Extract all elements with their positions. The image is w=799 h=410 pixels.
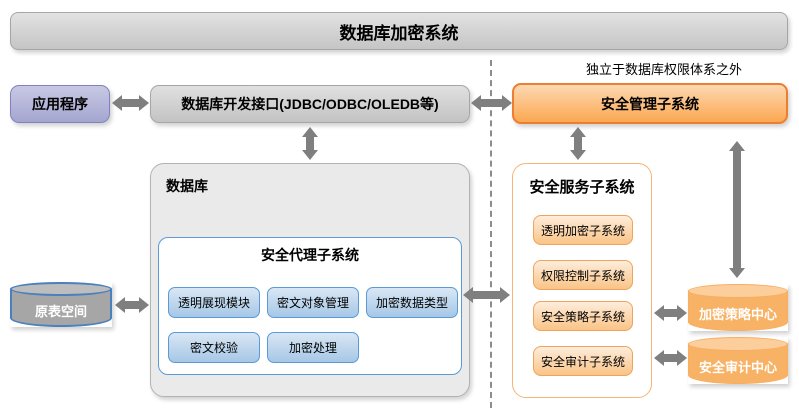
audit-center-cylinder: 安全审计中心 (688, 337, 788, 384)
tablespace-cylinder: 原表空间 (10, 282, 112, 327)
service-item-label: 权限控制子系统 (540, 268, 625, 283)
arrow-bar (125, 301, 139, 309)
arrow-policy-center-icon (654, 304, 687, 322)
security-management-box: 安全管理子系统 (512, 83, 788, 124)
arrow-bar (664, 309, 677, 317)
system-title-banner: 数据库加密系统 (10, 12, 788, 50)
dashed-separator-line (490, 60, 492, 408)
independence-note: 独立于数据库权限体系之外 (585, 62, 742, 77)
module-encryption-process: 加密处理 (267, 332, 359, 363)
arrow-bar (733, 151, 741, 268)
db-interface-box: 数据库开发接口(JDBC/ODBC/OLEDB等) (150, 85, 470, 123)
arrow-bar (574, 137, 582, 150)
application-label: 应用程序 (32, 96, 88, 112)
module-encrypted-data-type: 加密数据类型 (366, 287, 458, 318)
policy-center-label: 加密策略中心 (698, 307, 777, 322)
arrow-agent-service-icon (463, 286, 510, 304)
service-security-audit: 安全审计子系统 (533, 346, 633, 376)
module-transparent-display: 透明展现模块 (168, 287, 260, 318)
database-label: 数据库 (166, 178, 208, 194)
module-label: 密文校验 (189, 341, 238, 355)
application-box: 应用程序 (10, 85, 110, 123)
arrow-audit-center-icon (654, 349, 687, 367)
arrow-management-policy-icon (728, 141, 746, 278)
service-permission-control: 权限控制子系统 (533, 260, 633, 290)
arrow-bar (122, 99, 139, 107)
service-security-policy: 安全策略子系统 (533, 301, 633, 331)
db-interface-label: 数据库开发接口(JDBC/ODBC/OLEDB等) (181, 96, 439, 112)
arrow-interface-management-icon (471, 94, 512, 112)
security-management-label: 安全管理子系统 (601, 95, 699, 112)
module-label: 透明展现模块 (177, 296, 250, 310)
arrow-management-service-icon (569, 127, 587, 160)
arrow-interface-database-icon (301, 127, 319, 160)
security-agent-title: 安全代理子系统 (261, 247, 359, 263)
module-ciphertext-verify: 密文校验 (168, 332, 260, 363)
tablespace-label: 原表空间 (34, 304, 87, 319)
arrow-bar (664, 354, 677, 362)
policy-center-cylinder: 加密策略中心 (688, 284, 788, 331)
service-item-label: 透明加密子系统 (540, 223, 625, 238)
cylinder-top-ellipse (688, 284, 788, 298)
cylinder-top-ellipse (10, 282, 112, 296)
arrow-bar (473, 291, 500, 299)
arrow-bar (481, 99, 502, 107)
audit-center-label: 安全审计中心 (698, 360, 777, 375)
module-label: 加密处理 (288, 341, 337, 355)
arrow-app-interface-icon (112, 94, 149, 112)
module-ciphertext-object-mgmt: 密文对象管理 (267, 287, 359, 318)
module-label: 加密数据类型 (375, 296, 448, 310)
module-label: 密文对象管理 (276, 296, 349, 310)
arrow-bar (306, 137, 314, 150)
system-title: 数据库加密系统 (339, 23, 459, 43)
service-item-label: 安全审计子系统 (540, 354, 625, 369)
security-service-title: 安全服务子系统 (529, 179, 635, 196)
cylinder-top-ellipse (688, 337, 788, 351)
service-transparent-encryption: 透明加密子系统 (533, 215, 633, 245)
service-item-label: 安全策略子系统 (540, 309, 625, 324)
arrow-tablespace-database-icon (115, 296, 149, 314)
